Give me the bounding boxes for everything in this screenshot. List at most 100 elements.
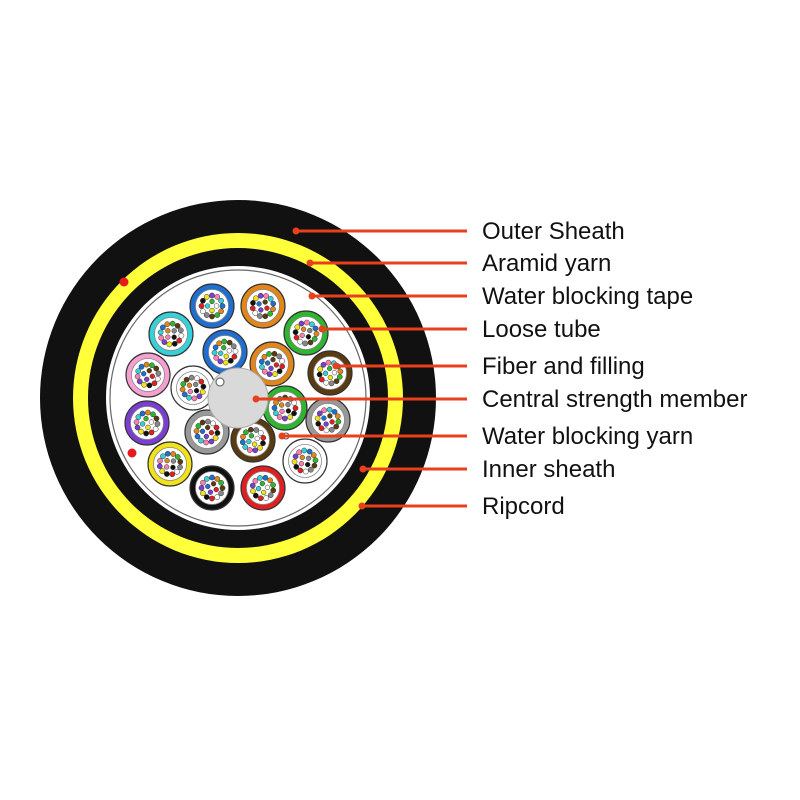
- fiber: [135, 414, 142, 420]
- fiber: [316, 371, 323, 378]
- callout-inner-sheath: Inner sheath: [359, 456, 615, 483]
- fiber: [221, 345, 227, 351]
- fiber: [205, 424, 211, 431]
- loose-tube: [282, 438, 328, 484]
- fiber: [164, 457, 170, 464]
- fiber: [307, 327, 313, 334]
- fiber: [148, 419, 155, 425]
- fiber: [267, 477, 274, 484]
- loose-tube: [230, 417, 276, 463]
- fiber: [306, 448, 313, 455]
- fiber: [273, 410, 279, 416]
- fiber: [134, 424, 141, 431]
- fiber: [292, 405, 299, 411]
- leader-dot: [252, 395, 260, 403]
- fiber: [266, 351, 272, 357]
- fiber: [243, 429, 249, 436]
- fiber: [323, 379, 329, 386]
- fiber: [255, 485, 262, 492]
- fiber: [257, 313, 263, 319]
- fiber: [270, 482, 276, 488]
- fiber: [285, 408, 292, 414]
- fiber: [200, 479, 206, 486]
- fiber: [156, 463, 163, 470]
- fiber: [154, 421, 161, 427]
- ripcord-marker: [127, 448, 137, 458]
- fiber: [198, 485, 205, 491]
- fiber: [252, 477, 259, 484]
- fiber: [219, 485, 226, 491]
- leader-dot: [278, 432, 286, 440]
- callout-ripcord: Ripcord: [358, 493, 565, 520]
- fiber: [249, 482, 256, 489]
- fiber: [318, 425, 325, 432]
- fiber: [193, 428, 200, 434]
- fiber: [199, 419, 206, 426]
- leader-dot: [308, 292, 316, 300]
- fiber: [271, 350, 278, 357]
- fiber: [331, 408, 338, 415]
- fiber: [327, 413, 333, 419]
- fiber: [169, 471, 176, 478]
- fiber: [203, 312, 210, 318]
- fiber: [208, 438, 215, 445]
- fiber: [212, 435, 219, 441]
- fiber: [328, 426, 335, 433]
- fiber: [171, 340, 178, 347]
- fiber: [177, 327, 184, 334]
- fiber: [171, 328, 177, 334]
- fiber: [171, 334, 177, 340]
- loose-tube: [170, 365, 216, 411]
- loose-tube: [240, 283, 286, 329]
- fiber: [203, 433, 210, 440]
- fiber: [302, 468, 309, 475]
- fiber: [250, 488, 256, 494]
- fiber: [200, 297, 206, 304]
- fiber: [209, 292, 215, 299]
- fiber: [164, 321, 171, 328]
- fiber: [221, 338, 228, 345]
- fiber: [262, 474, 269, 481]
- fiber: [218, 350, 224, 356]
- fiber: [311, 336, 318, 342]
- fiber: [253, 427, 260, 433]
- fiber: [270, 487, 277, 494]
- fiber: [138, 363, 145, 370]
- fiber: [316, 410, 323, 417]
- fiber: [143, 415, 149, 422]
- fiber: [177, 458, 184, 465]
- fiber: [186, 382, 193, 388]
- fiber: [153, 365, 160, 372]
- fiber: [298, 320, 305, 327]
- loose-tube: [283, 310, 329, 356]
- fiber: [335, 418, 342, 425]
- fiber: [133, 419, 140, 425]
- fiber: [218, 490, 224, 497]
- label-water-blocking-yarn: Water blocking yarn: [482, 423, 693, 450]
- fiber: [222, 359, 229, 366]
- fiber: [141, 371, 147, 377]
- fiber: [259, 480, 266, 487]
- fiber: [209, 313, 215, 320]
- fiber: [146, 368, 152, 374]
- fiber: [160, 324, 166, 331]
- fiber: [213, 354, 220, 361]
- fiber: [170, 458, 177, 464]
- fiber: [177, 464, 183, 471]
- leader-dot: [358, 502, 366, 510]
- fiber: [252, 447, 259, 454]
- fiber: [267, 492, 274, 499]
- fiber: [198, 378, 205, 385]
- fiber: [204, 303, 211, 309]
- fiber: [333, 423, 340, 430]
- leader-dot: [306, 259, 314, 267]
- fiber: [178, 332, 185, 339]
- fiber: [149, 362, 155, 369]
- fiber: [174, 454, 181, 460]
- fiber: [170, 451, 177, 457]
- water-blocking-yarn: [215, 377, 225, 387]
- fiber: [263, 293, 269, 299]
- loose-tube: [189, 465, 235, 511]
